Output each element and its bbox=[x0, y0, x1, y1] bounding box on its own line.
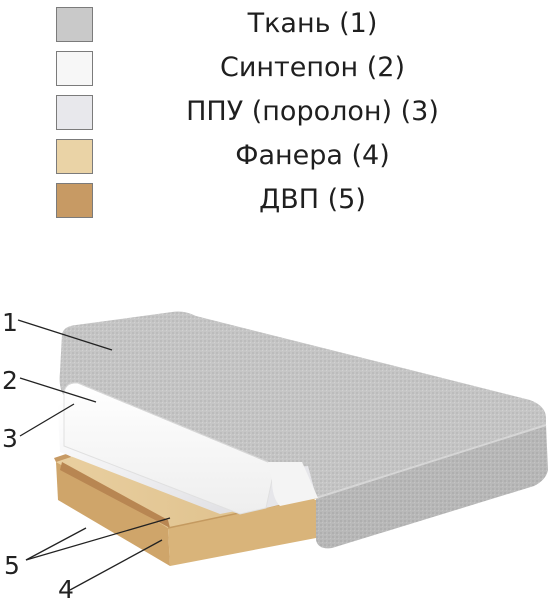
fiberboard-swatch bbox=[56, 183, 93, 218]
callout-5: 5 bbox=[4, 551, 20, 580]
foam-swatch bbox=[56, 95, 93, 130]
callout-4: 4 bbox=[58, 575, 74, 600]
legend-item-foam: ППУ (поролон) (3) bbox=[0, 92, 550, 136]
legend-label-sintepon: Синтепон (2) bbox=[219, 52, 406, 83]
legend-item-fabric: Ткань (1) bbox=[0, 4, 550, 48]
fiberboard-strip bbox=[60, 462, 170, 528]
sintepon-swatch bbox=[56, 51, 93, 86]
callout-2: 2 bbox=[2, 366, 18, 395]
callout-3: 3 bbox=[2, 424, 18, 453]
leader-line-1 bbox=[17, 319, 113, 351]
leader-line-5b bbox=[25, 517, 171, 561]
callout-leader-lines bbox=[17, 319, 171, 591]
sintepon-front bbox=[268, 462, 318, 506]
fabric-swatch bbox=[56, 7, 93, 42]
sintepon-top-edge bbox=[63, 382, 269, 463]
materials-legend: Ткань (1) Синтепон (2) ППУ (поролон) (3)… bbox=[0, 0, 550, 220]
leader-line-4 bbox=[69, 539, 163, 591]
legend-item-sintepon: Синтепон (2) bbox=[0, 48, 550, 92]
legend-label-plywood: Фанера (4) bbox=[235, 140, 390, 171]
callout-1: 1 bbox=[2, 308, 18, 337]
legend-label-foam: ППУ (поролон) (3) bbox=[186, 96, 439, 127]
fabric-front-edge bbox=[315, 424, 547, 499]
legend-item-fiberboard: ДВП (5) bbox=[0, 180, 550, 224]
leader-line-3 bbox=[19, 403, 75, 437]
plywood-front-face bbox=[168, 498, 316, 566]
legend-label-fiberboard: ДВП (5) bbox=[259, 184, 366, 215]
legend-item-plywood: Фанера (4) bbox=[0, 136, 550, 180]
fabric-top-surface bbox=[59, 311, 546, 500]
leader-line-5a bbox=[25, 527, 87, 561]
plywood-end-face bbox=[56, 462, 170, 566]
plywood-swatch bbox=[56, 139, 93, 174]
fabric-front-face bbox=[316, 425, 548, 549]
legend-label-fabric: Ткань (1) bbox=[247, 8, 378, 39]
leader-line-2 bbox=[19, 377, 97, 403]
